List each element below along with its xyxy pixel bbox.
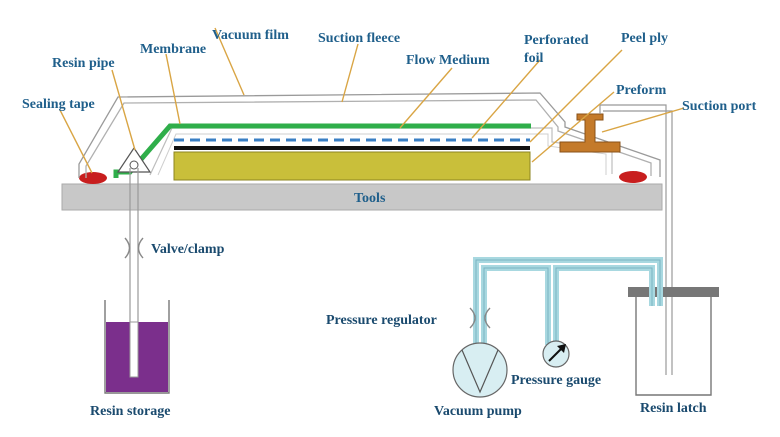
resin-storage-label: Resin storage — [90, 404, 171, 419]
leader-lines — [59, 27, 685, 174]
vacuum-pump — [452, 342, 508, 398]
perforated-foil-label-line1: Perforated — [524, 33, 589, 48]
leader-perforated-foil — [471, 59, 541, 139]
leader-suction-fleece — [341, 43, 359, 103]
vacuum-pump-symbol — [461, 349, 499, 394]
valve-clamp — [124, 237, 144, 259]
pressure-regulator-label: Pressure regulator — [326, 313, 437, 328]
flow-medium-label: Flow Medium — [406, 53, 490, 68]
leader-vacuum-film — [214, 27, 245, 96]
tool-plate — [61, 183, 663, 211]
pressure-regulator — [469, 307, 491, 329]
leader-peel-ply — [529, 49, 623, 143]
sealing-tape-label: Sealing tape — [22, 97, 95, 112]
peel-ply-line — [157, 133, 607, 176]
vacuum-film-label: Vacuum film — [212, 28, 289, 43]
leader-flow-medium — [399, 67, 453, 129]
leader-suction-port — [601, 107, 685, 133]
pressure-gauge-arrowhead — [557, 344, 566, 353]
perforated-foil-label-line2: foil — [524, 51, 544, 66]
vacuum-system-line — [473, 257, 663, 350]
leader-sealing-tape — [59, 109, 93, 174]
leader-membrane — [165, 53, 181, 125]
resin-inlet — [116, 146, 152, 173]
valve-clamp-label: Valve/clamp — [151, 242, 225, 257]
resin-pipe-label: Resin pipe — [52, 56, 115, 71]
suction-fleece-label: Suction fleece — [318, 31, 400, 46]
preform-label: Preform — [616, 83, 667, 98]
preform — [173, 151, 531, 181]
vacuum-system-outline — [475, 259, 661, 350]
resin-latch-container — [635, 297, 712, 396]
sealing-tape-left — [79, 172, 107, 184]
perforated-foil — [149, 127, 613, 176]
resin-storage-container — [104, 300, 170, 394]
resin-pipe-in-storage — [129, 321, 139, 378]
suction-fleece — [85, 99, 652, 178]
leader-resin-pipe — [111, 69, 136, 151]
peel-ply-label: Peel ply — [621, 31, 668, 46]
resin-latch-label: Resin latch — [640, 401, 707, 416]
tools-label: Tools — [354, 191, 386, 206]
vacuum-pump-label: Vacuum pump — [434, 404, 522, 419]
vacuum-film — [78, 92, 661, 178]
suction-port-label: Suction port — [682, 99, 757, 114]
membrane-label: Membrane — [140, 42, 206, 57]
pressure-gauge-label: Pressure gauge — [511, 373, 601, 388]
resin-latch-lid — [628, 287, 719, 297]
suction-port — [559, 113, 621, 153]
leader-preform — [531, 91, 615, 163]
sealing-tape-right — [619, 171, 647, 183]
resin-inlet-opening — [129, 160, 139, 170]
